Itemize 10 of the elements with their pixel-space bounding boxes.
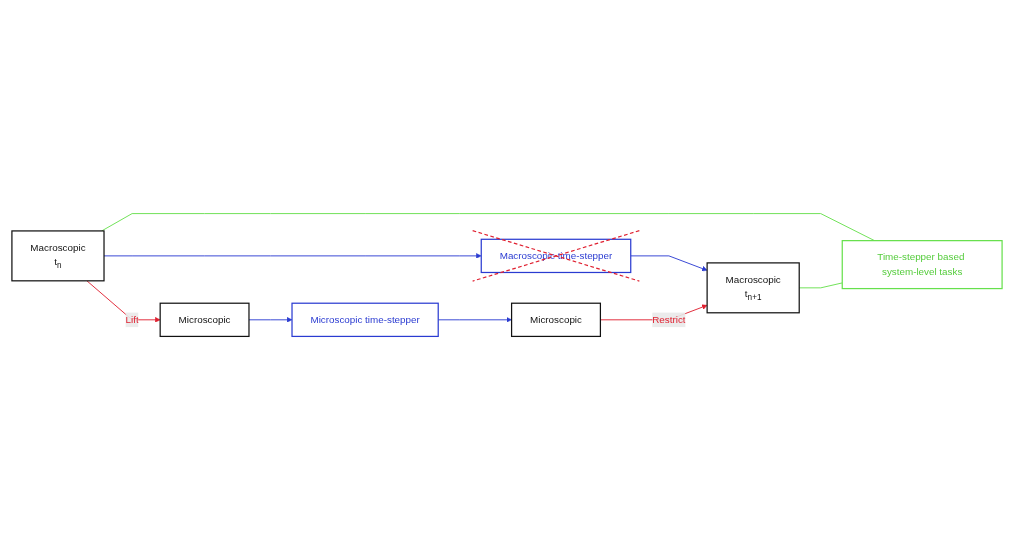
edge-label: Restrict <box>651 313 686 325</box>
process-box: Microscopic <box>159 302 250 337</box>
process-box: Microscopic <box>510 302 601 337</box>
process-box: Macroscopic t$_{n+1}$ <box>706 261 800 313</box>
edge-label: Lift <box>125 313 139 325</box>
process-box: Time-stepper based system-level tasks <box>841 239 1003 289</box>
process-box: Microscopic time-stepper <box>290 302 439 337</box>
process-box: Macroscopic t$_{n}$ <box>10 229 105 281</box>
connector <box>100 212 875 241</box>
process-box: Macroscopic time-stepper <box>480 238 631 273</box>
